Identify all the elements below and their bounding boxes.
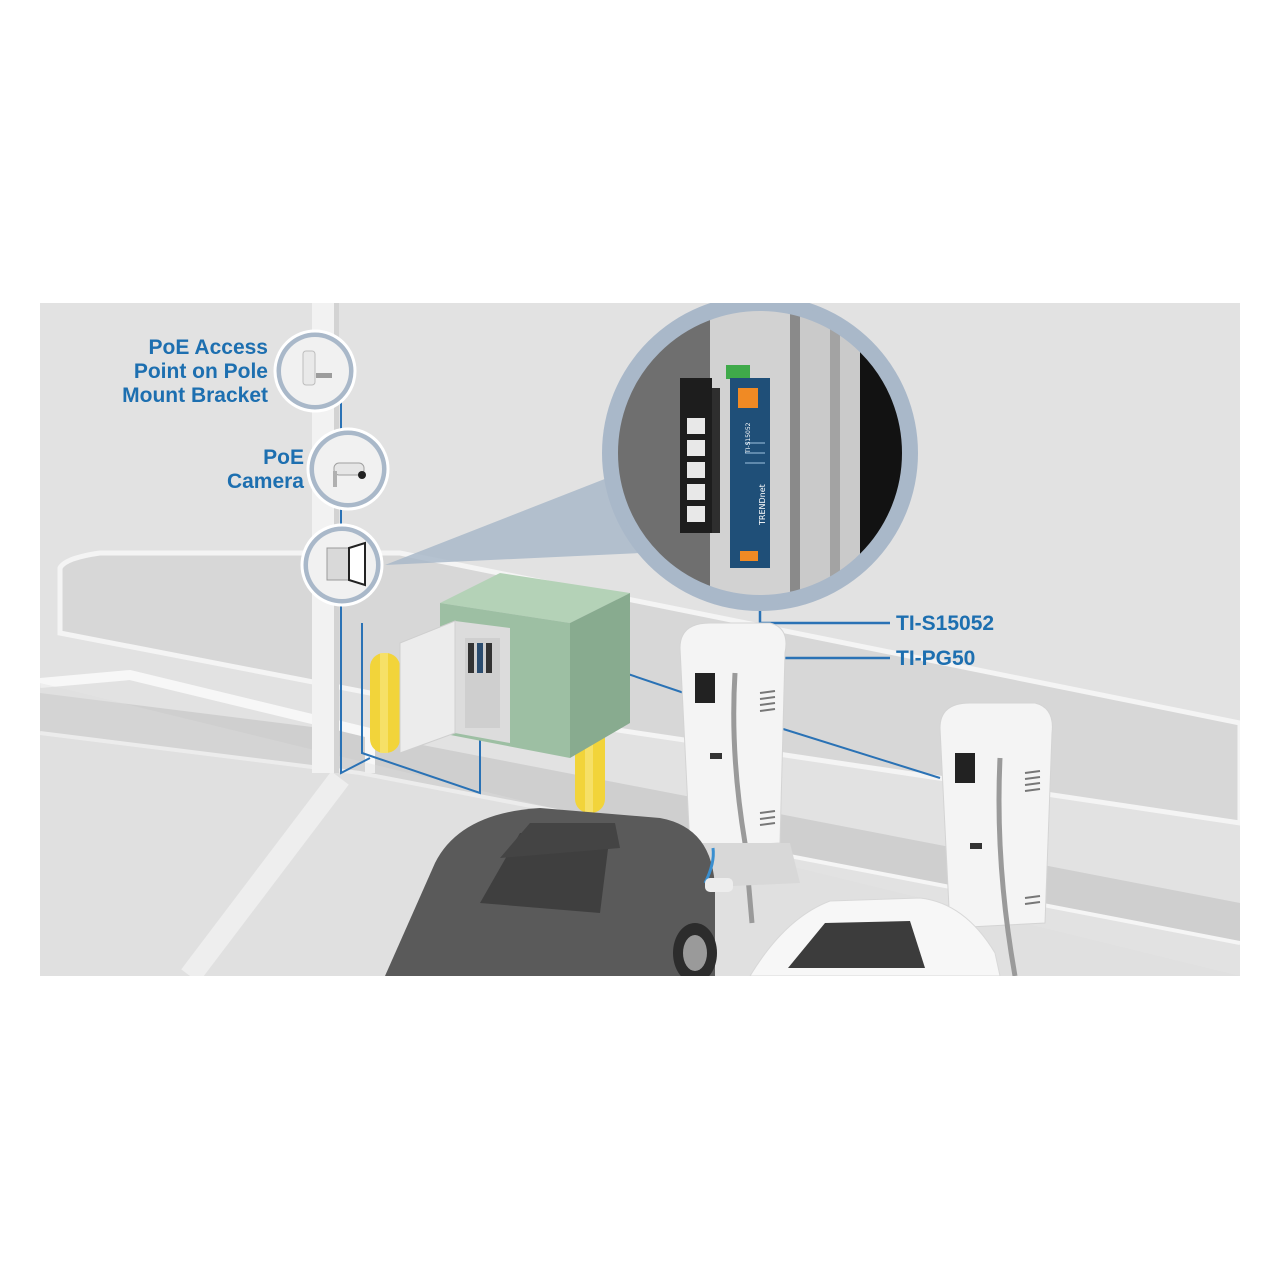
enclosure-bubble [300, 523, 384, 607]
camera-bubble [306, 427, 390, 511]
switch-label: TI-PG50 [896, 647, 976, 670]
access-point-label-line-1: PoE Access [148, 336, 268, 359]
access-point-label-line-3: Mount Bracket [122, 384, 268, 407]
dark-car [385, 808, 733, 976]
zoom-bubble: TRENDnet TI-S15052 [602, 303, 918, 611]
access-point-label-line-2: Point on Pole [133, 360, 268, 383]
access-point-label: PoE Access Point on Pole Mount Bracket [80, 336, 268, 408]
ti-s15052-power-supply: TRENDnet TI-S15052 [726, 365, 770, 568]
ev-charger-2 [939, 702, 1053, 976]
zoom-cone [385, 473, 640, 565]
camera-label-line-2: Camera [226, 470, 304, 493]
access-point-bubble [273, 329, 357, 413]
power-supply-label: TI-S15052 [896, 612, 995, 635]
ti-pg50-switch [680, 378, 720, 533]
white-car [749, 897, 1001, 976]
switch-brand-text: TRENDnet [758, 484, 767, 526]
psu-model-text: TI-S15052 [745, 422, 752, 454]
ev-charging-installation-scene: TRENDnet TI-S15052 PoE Access Point on P… [40, 303, 1240, 976]
electrical-cabinet [399, 573, 630, 758]
camera-label: PoE Camera [180, 446, 304, 494]
camera-label-line-1: PoE [263, 446, 304, 469]
